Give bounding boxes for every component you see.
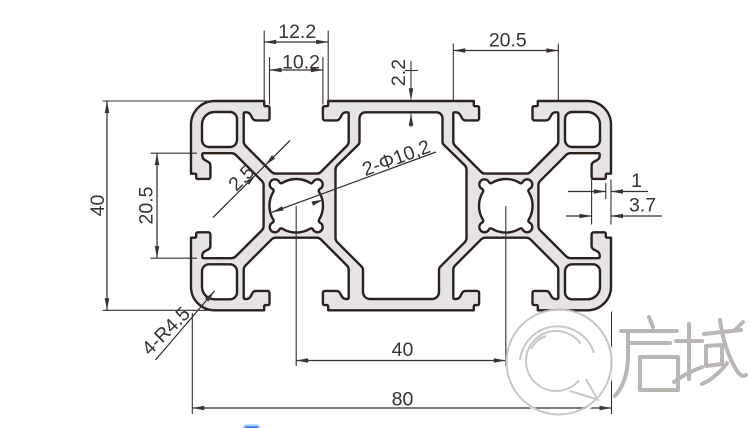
emboss-watermark-logo-spiral-start [531,336,549,352]
dim-arrow [310,67,323,73]
dim-line [155,290,215,361]
dim-arrow [311,199,324,206]
dim-arrow [453,48,466,53]
dim-arrow [546,48,559,53]
dim-arrow [104,298,110,311]
dim-label: 12.2 [278,21,316,43]
watermark-logo-tail [569,378,600,402]
dim-arrow [104,101,110,113]
profile-cross-section [189,99,613,312]
bore-label: 2-Φ10,2 [359,136,433,181]
emboss-watermark-logo-inner-arc [526,331,584,394]
dim-arrow [599,405,612,411]
watermark-logo-swoosh [519,325,595,361]
watermark-char-qi [613,315,680,398]
dim-arrow [154,153,160,166]
dim-label: 10.2 [282,52,320,74]
emboss-watermark-logo-outer-circle [506,309,615,418]
dim-arrow [154,246,160,259]
dim-label: 20.5 [489,30,527,52]
dim-arrow [408,88,414,101]
dim-arrow [579,213,592,219]
watermark-logo-inner-arc [525,330,582,392]
watermark: 启域 [505,308,748,416]
dim-label: 80 [392,389,414,411]
dim-line [271,151,437,214]
page-marker [243,424,260,428]
watermark-logo-outer-circle [505,308,613,416]
dim-label: 20.5 [135,186,157,224]
dim-arrow [265,155,276,166]
watermark-char-yu [672,318,748,386]
dim-arrow [204,291,215,302]
dim-arrow [192,405,205,411]
dim-arrow [493,358,506,363]
dim-arrow [271,206,284,213]
dim-arrow [593,189,606,194]
dim-label: 40 [87,195,109,217]
dim-arrow [245,174,256,185]
dim-label: 1 [631,170,642,192]
dim-arrow [611,189,623,194]
dim-arrow [611,213,623,219]
dim-arrow [264,39,277,45]
dim-label: 3.7 [629,195,656,217]
dim-label: 2.2 [388,59,410,86]
dim-arrow [296,358,309,363]
dim-arrow [316,39,329,45]
dim-arrow [269,67,282,73]
dim-label: 40 [392,339,414,361]
radius-label: 4-R4.5 [138,303,195,360]
watermark-logo-spiral-start [530,335,547,350]
